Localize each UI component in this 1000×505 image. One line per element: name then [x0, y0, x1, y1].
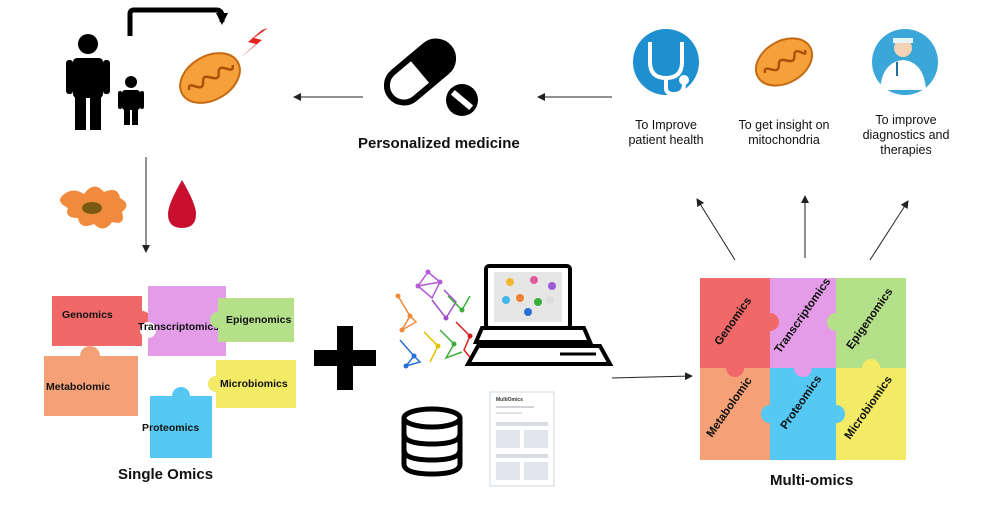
child-icon	[118, 76, 144, 125]
single-genomics-label: Genomics	[62, 309, 113, 321]
goal-patient-health: To Improve patient health	[606, 118, 726, 148]
database-icon	[401, 406, 463, 477]
puzzle-piece-metabolomic: Metabolomic	[44, 346, 138, 416]
goal-diagnostics-line1: To improve	[875, 113, 937, 127]
document-icon: MultiOmics	[489, 391, 555, 487]
arrow-multiomics-to-health	[696, 198, 736, 261]
computer-icon	[464, 264, 614, 366]
multi-piece-genomics	[700, 278, 770, 368]
doctor-icon	[872, 29, 938, 95]
adult-icon	[66, 34, 110, 130]
goal-mitochondria-line1: To get insight on	[738, 118, 830, 132]
document-title: MultiOmics	[496, 397, 523, 403]
inheritance-arrow	[127, 7, 228, 36]
cell-icon	[60, 186, 127, 229]
network-nodes	[395, 269, 477, 369]
plus-icon	[314, 326, 376, 390]
single-epigenomics-label: Epigenomics	[226, 314, 292, 326]
puzzle-piece-proteomics: Proteomics	[142, 387, 212, 458]
puzzle-piece-microbiomics: Microbiomics	[208, 360, 296, 408]
goal-mitochondria: To get insight on mitochondria	[724, 118, 844, 148]
personalized-medicine-heading: Personalized medicine	[358, 135, 520, 152]
single-omics-heading: Single Omics	[118, 466, 214, 483]
goal-diagnostics-line2: diagnostics and	[862, 128, 950, 142]
goal-diagnostics: To improve diagnostics and therapies	[846, 113, 966, 158]
network-graph-icon	[397, 270, 475, 368]
multi-piece-metabolomic	[700, 368, 770, 460]
arrow-tools-to-multiomics	[611, 372, 693, 381]
multi-piece-proteomics	[770, 368, 836, 460]
puzzle-piece-genomics: Genomics	[52, 296, 151, 346]
single-proteomics-label: Proteomics	[142, 422, 199, 434]
multi-piece-epigenomics	[836, 278, 906, 368]
single-transcriptomics-label: Transcriptomics	[138, 321, 219, 333]
single-metabolomic-label: Metabolomic	[46, 381, 110, 393]
mitochondrion-insight-icon	[754, 37, 814, 87]
single-microbiomics-label: Microbiomics	[220, 378, 288, 390]
goal-diagnostics-line3: therapies	[880, 143, 932, 157]
multiomics-puzzle: Genomics Transcriptomics Epigenomics Met…	[700, 276, 906, 460]
arrow-multiomics-to-diagnostics	[869, 200, 909, 261]
pill-icon	[383, 38, 478, 116]
blood-drop-icon	[168, 180, 196, 228]
lightning-icon	[240, 28, 268, 58]
multi-piece-transcriptomics	[770, 278, 836, 368]
mitochondrion-icon	[179, 52, 241, 104]
goal-patient-health-line1: To Improve	[635, 118, 697, 132]
multi-omics-heading: Multi-omics	[770, 472, 854, 489]
multi-piece-microbiomics	[836, 368, 906, 460]
goal-mitochondria-line2: mitochondria	[748, 133, 820, 147]
goal-patient-health-line2: patient health	[628, 133, 704, 147]
puzzle-piece-epigenomics: Epigenomics	[210, 298, 294, 342]
stethoscope-icon	[633, 29, 699, 97]
